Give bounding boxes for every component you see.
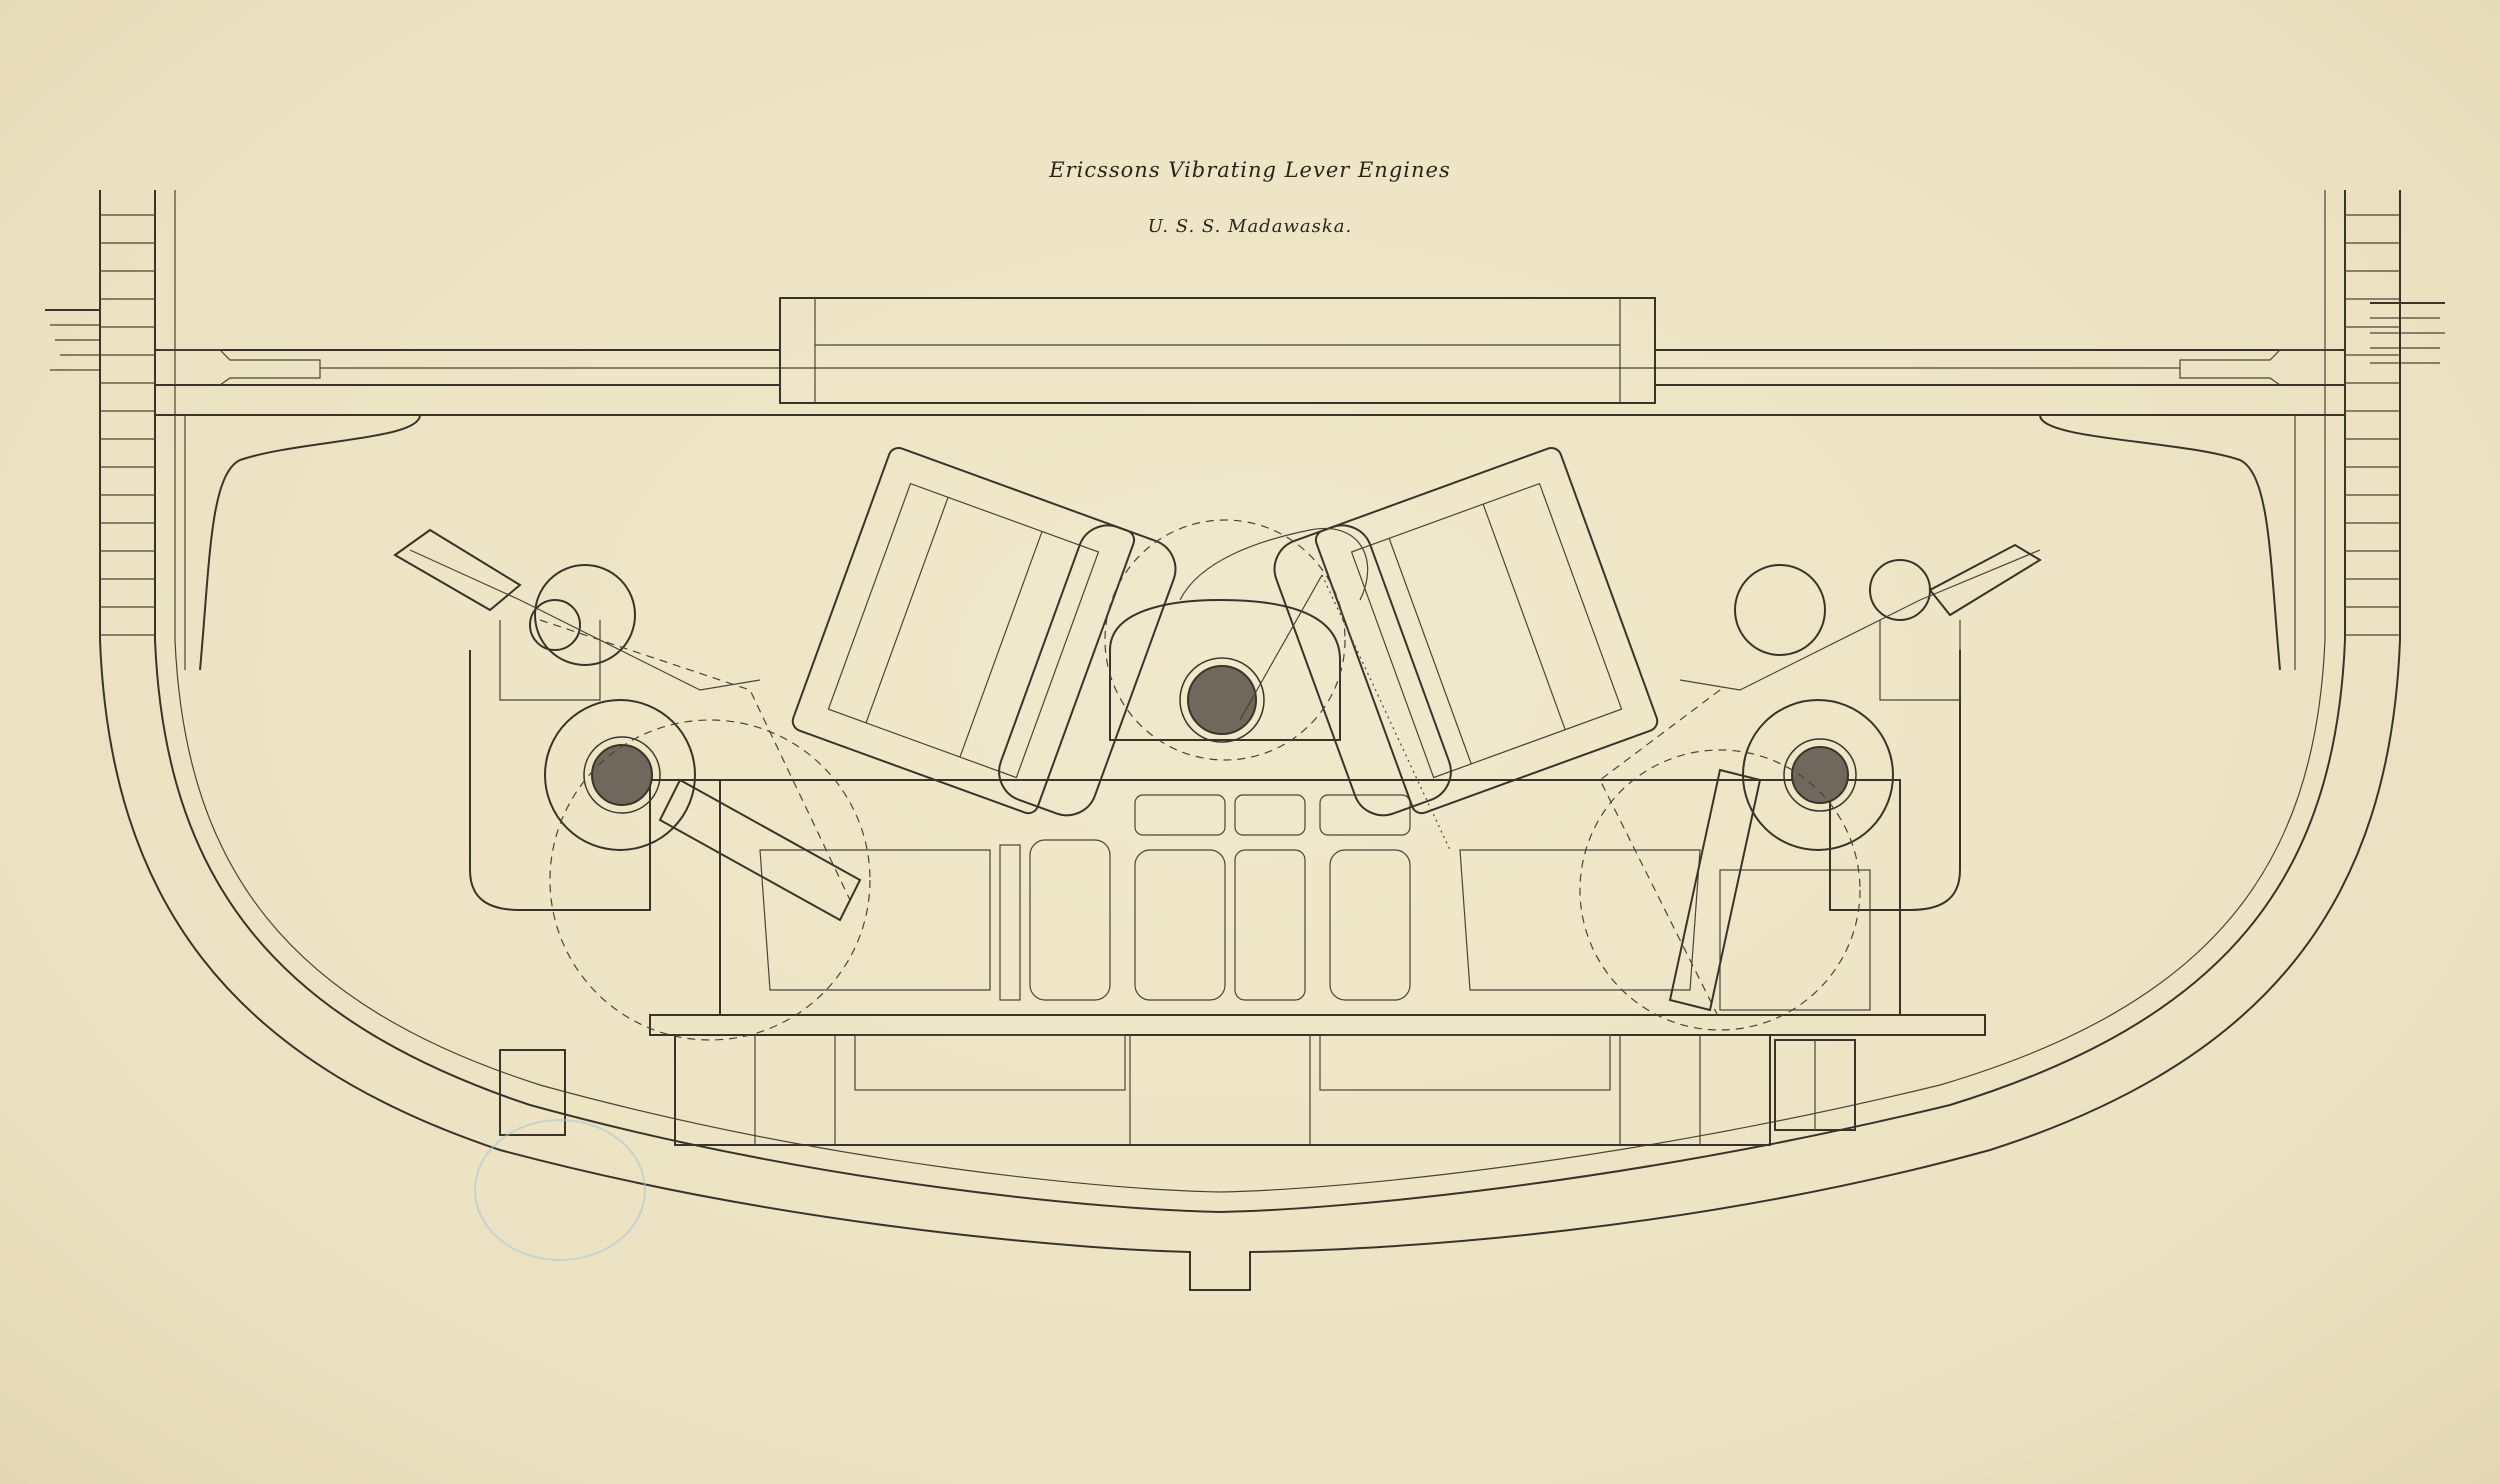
drawing-title: Ericssons Vibrating Lever Engines (1049, 158, 1451, 182)
hull-shell (99, 190, 2401, 1291)
deck (155, 297, 2345, 416)
foundation (499, 1014, 1986, 1146)
drawing-subtitle: U. S. S. Madawaska. (1147, 216, 1353, 237)
bunker-outline (184, 414, 2296, 671)
cylinder-right (1273, 447, 1659, 817)
waterline-right (2370, 302, 2445, 364)
engine-frame (719, 779, 1901, 1015)
hull-frame-ticks (100, 214, 2400, 636)
right-crank (1579, 543, 2042, 1031)
left-crank (393, 528, 871, 1041)
waterline-left (45, 309, 100, 371)
library-stamp (474, 1119, 646, 1261)
central-crank (1104, 519, 1451, 851)
cylinder-left (791, 447, 1177, 817)
